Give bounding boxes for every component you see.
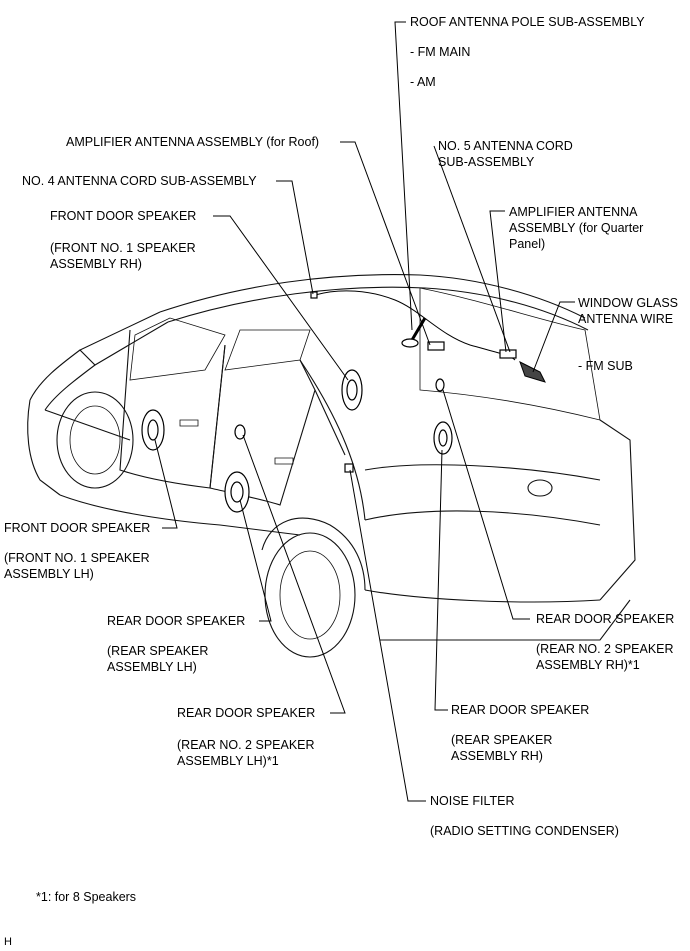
label-amp-quarter-3: Panel) [509,237,546,251]
label-rear-lh-title: REAR DOOR SPEAKER [107,614,246,628]
label-rear-no2-rh-title: REAR DOOR SPEAKER [536,612,675,626]
corner-mark: H [4,936,12,948]
leader-lines [154,21,575,802]
label-amplifier-roof: AMPLIFIER ANTENNA ASSEMBLY (for Roof) [66,135,320,149]
roof-antenna-pole [401,317,427,348]
label-noise-filter: NOISE FILTER [430,794,515,808]
rear-speaker-rh [433,421,453,455]
label-amp-quarter-2: ASSEMBLY (for Quarter [509,221,644,235]
label-noise-filter-sub: (RADIO SETTING CONDENSER) [430,824,619,838]
label-fm-sub: - FM SUB [578,359,633,373]
antenna-cord [314,290,516,361]
no4-cord-connector [310,291,318,299]
label-am: - AM [410,75,436,89]
window-glass-antenna-wire [519,360,546,383]
label-front-rh-sub1: (FRONT NO. 1 SPEAKER [50,241,196,255]
label-roof-antenna: ROOF ANTENNA POLE SUB-ASSEMBLY [410,15,645,29]
label-window-wire-2: ANTENNA WIRE [578,312,674,326]
label-rear-lh-sub1: (REAR SPEAKER [107,644,209,658]
label-amp-quarter-1: AMPLIFIER ANTENNA [509,205,638,219]
amplifier-antenna-roof [427,341,445,351]
label-front-lh-sub2: ASSEMBLY LH) [4,567,94,581]
rear-no2-speaker-rh [435,378,445,392]
noise-filter-part [344,463,354,473]
label-rear-no2-rh-sub2: ASSEMBLY RH)*1 [536,658,640,672]
label-front-lh-title: FRONT DOOR SPEAKER [4,521,151,535]
label-front-rh-sub2: ASSEMBLY RH) [50,257,142,271]
label-no5-cord-1: NO. 5 ANTENNA CORD [438,139,573,153]
rear-speaker-lh [224,471,250,513]
label-no4-cord: NO. 4 ANTENNA CORD SUB-ASSEMBLY [22,174,257,188]
label-window-wire-1: WINDOW GLASS [578,296,679,310]
label-rear-no2-lh-sub2: ASSEMBLY LH)*1 [177,754,279,768]
label-rear-lh-sub2: ASSEMBLY LH) [107,660,197,674]
label-rear-no2-lh-title: REAR DOOR SPEAKER [177,706,316,720]
label-fm-main: - FM MAIN [410,45,471,59]
label-rear-no2-rh-sub1: (REAR NO. 2 SPEAKER [536,642,674,656]
label-front-rh-title: FRONT DOOR SPEAKER [50,209,197,223]
label-no5-cord-2: SUB-ASSEMBLY [438,155,535,169]
front-speaker-lh [141,409,165,451]
label-rear-rh-sub1: (REAR SPEAKER [451,733,553,747]
footnote: *1: for 8 Speakers [36,890,137,904]
car-outline [27,274,636,658]
label-rear-no2-lh-sub1: (REAR NO. 2 SPEAKER [177,738,315,752]
label-front-lh-sub1: (FRONT NO. 1 SPEAKER [4,551,150,565]
amplifier-antenna-quarter [499,349,517,359]
rear-no2-speaker-lh [234,424,246,440]
label-rear-rh-sub2: ASSEMBLY RH) [451,749,543,763]
label-rear-rh-title: REAR DOOR SPEAKER [451,703,590,717]
front-speaker-rh [341,369,363,411]
